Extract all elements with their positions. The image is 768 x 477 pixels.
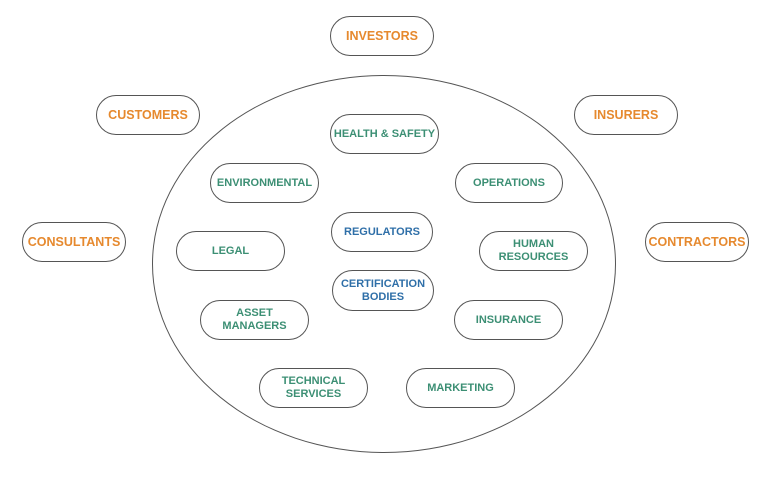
node-consultants: CONSULTANTS	[22, 222, 126, 262]
organization-boundary-ellipse	[152, 75, 616, 453]
node-technical-services: TECHNICAL SERVICES	[259, 368, 368, 408]
node-contractors: CONTRACTORS	[645, 222, 749, 262]
node-health-safety: HEALTH & SAFETY	[330, 114, 439, 154]
node-regulators: REGULATORS	[331, 212, 433, 252]
node-customers: CUSTOMERS	[96, 95, 200, 135]
node-marketing: MARKETING	[406, 368, 515, 408]
node-insurance: INSURANCE	[454, 300, 563, 340]
node-insurers: INSURERS	[574, 95, 678, 135]
node-operations: OPERATIONS	[455, 163, 563, 203]
node-investors: INVESTORS	[330, 16, 434, 56]
node-human-resources: HUMAN RESOURCES	[479, 231, 588, 271]
node-asset-managers: ASSET MANAGERS	[200, 300, 309, 340]
node-environmental: ENVIRONMENTAL	[210, 163, 319, 203]
node-certification-bodies: CERTIFICATION BODIES	[332, 270, 434, 311]
node-legal: LEGAL	[176, 231, 285, 271]
